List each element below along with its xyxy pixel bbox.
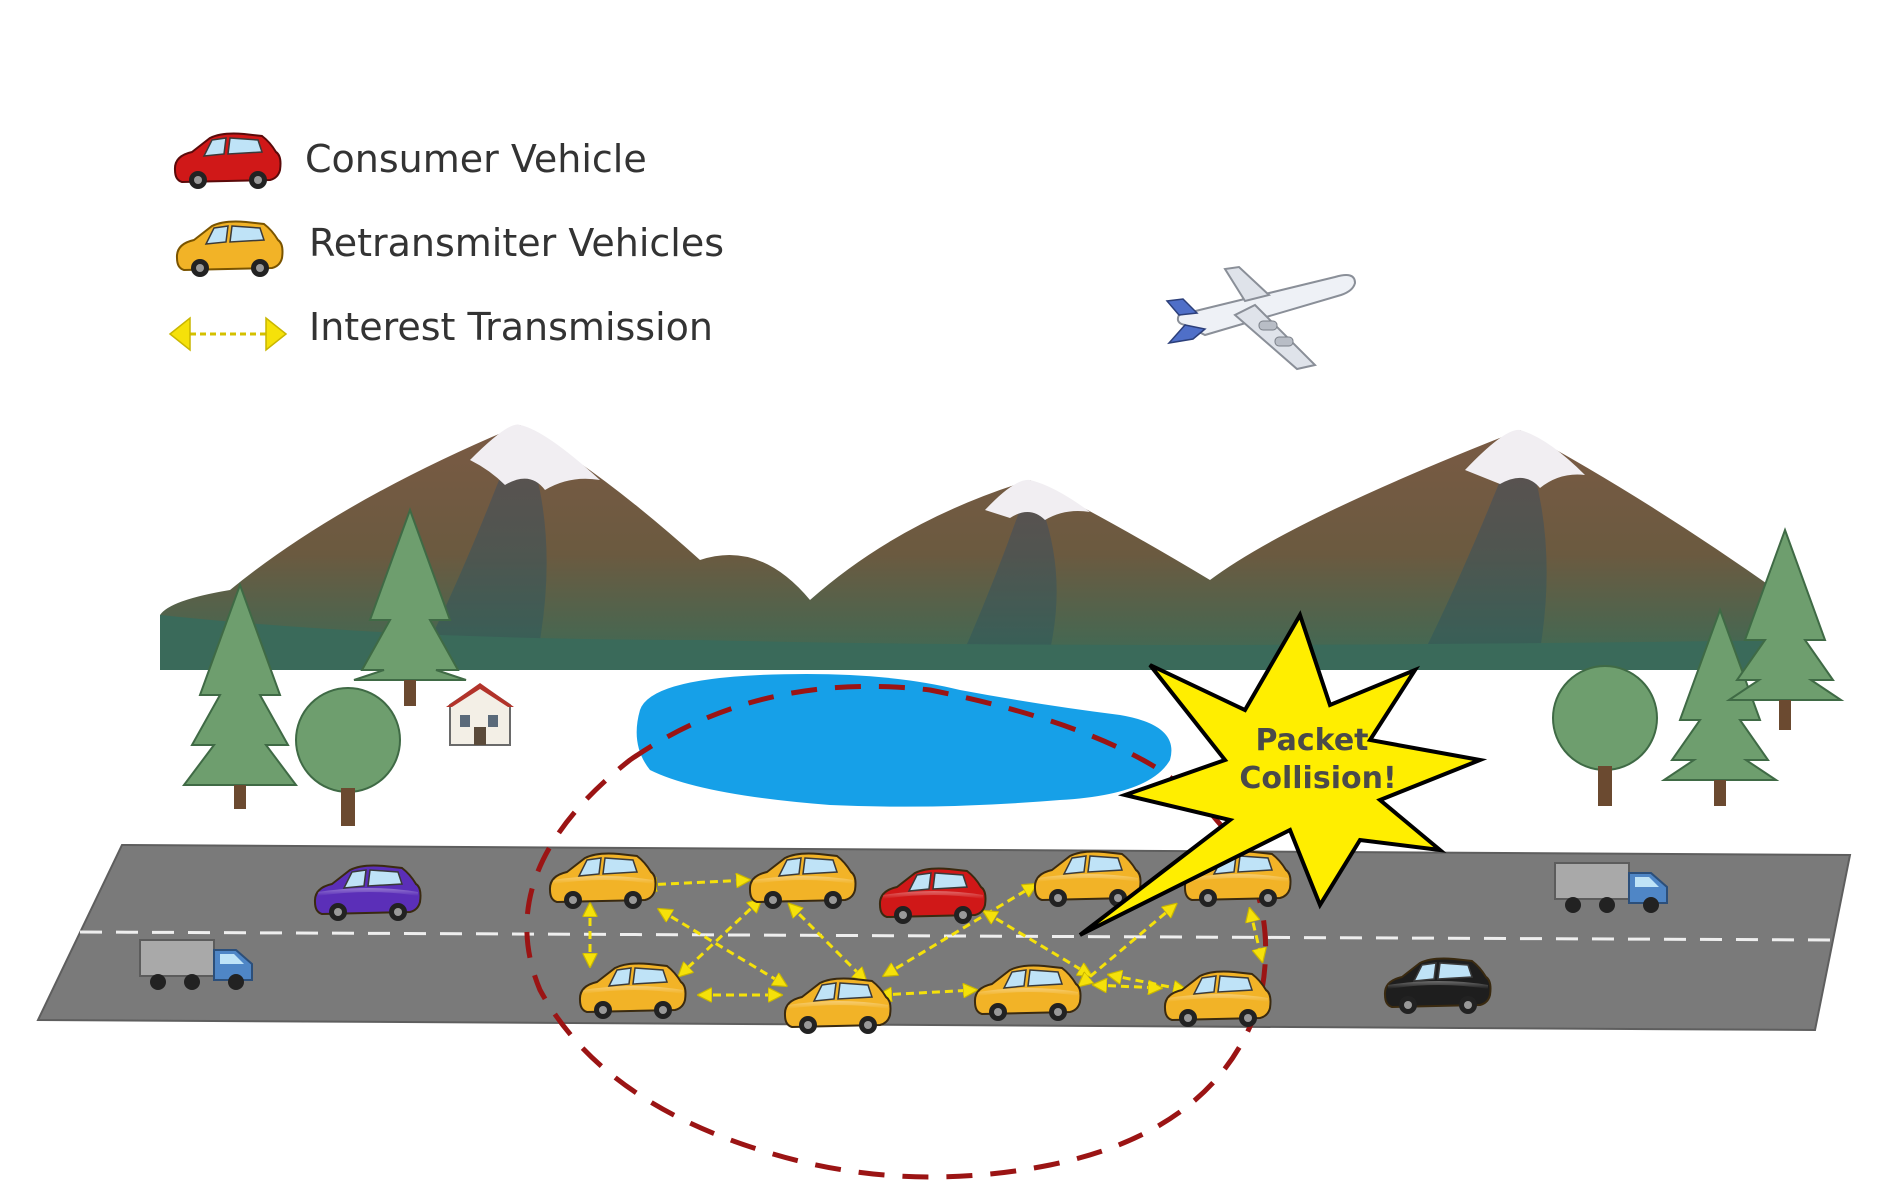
interest-arrow [880, 990, 975, 995]
retransmitter-car-icon [1163, 970, 1272, 1027]
retransmitter-car-icon [973, 964, 1082, 1021]
pine-tree-icon [353, 507, 467, 706]
lake [636, 674, 1172, 807]
vehicle-layer [313, 850, 1492, 1034]
interest-arrow [1250, 910, 1262, 960]
retransmitter-car-icon [748, 852, 857, 909]
consumer-car-icon [878, 867, 987, 924]
legend-interest-arrow-icon [168, 316, 288, 352]
legend-retransmitter-car-icon [175, 220, 284, 277]
legend: Consumer Vehicle Retransmiter Vehicles I… [168, 132, 724, 352]
round-tree-icon [1552, 665, 1658, 806]
retransmitter-car-icon [548, 852, 657, 909]
car-icon [313, 864, 422, 921]
interest-arrow [790, 905, 865, 980]
interest-arrow [645, 880, 748, 885]
pine-tree-icon [1725, 527, 1845, 730]
car-icon [1383, 957, 1492, 1014]
pine-tree-icon [1660, 607, 1780, 806]
interest-arrow [985, 912, 1090, 975]
house-icon [446, 683, 514, 746]
truck-icon [139, 939, 253, 990]
pine-tree-icon [182, 582, 298, 809]
legend-consumer-label: Consumer Vehicle [305, 137, 647, 181]
truck-icon [1554, 862, 1668, 913]
interest-arrow [1080, 905, 1175, 985]
retransmitter-car-icon [783, 977, 892, 1034]
communication-range-circle [524, 683, 1269, 1180]
legend-retransmitter-label: Retransmiter Vehicles [309, 221, 724, 265]
interest-arrow [680, 900, 760, 975]
mountain-range-icon [160, 424, 1800, 670]
collision-label-line1: Packet [1255, 723, 1368, 758]
legend-interest-label: Interest Transmission [309, 305, 713, 349]
collision-burst-icon [1078, 610, 1488, 937]
airplane-icon [1165, 265, 1357, 371]
round-tree-icon [295, 687, 401, 826]
retransmitter-car-icon [1183, 850, 1292, 907]
legend-consumer-car-icon [173, 132, 282, 189]
interest-arrow [885, 885, 1035, 975]
collision-label-line2: Collision! [1239, 761, 1396, 796]
retransmitter-car-icon [578, 962, 687, 1019]
interest-transmission-arrows [590, 880, 1262, 995]
packet-collision-callout: Packet Collision! [1078, 610, 1488, 937]
